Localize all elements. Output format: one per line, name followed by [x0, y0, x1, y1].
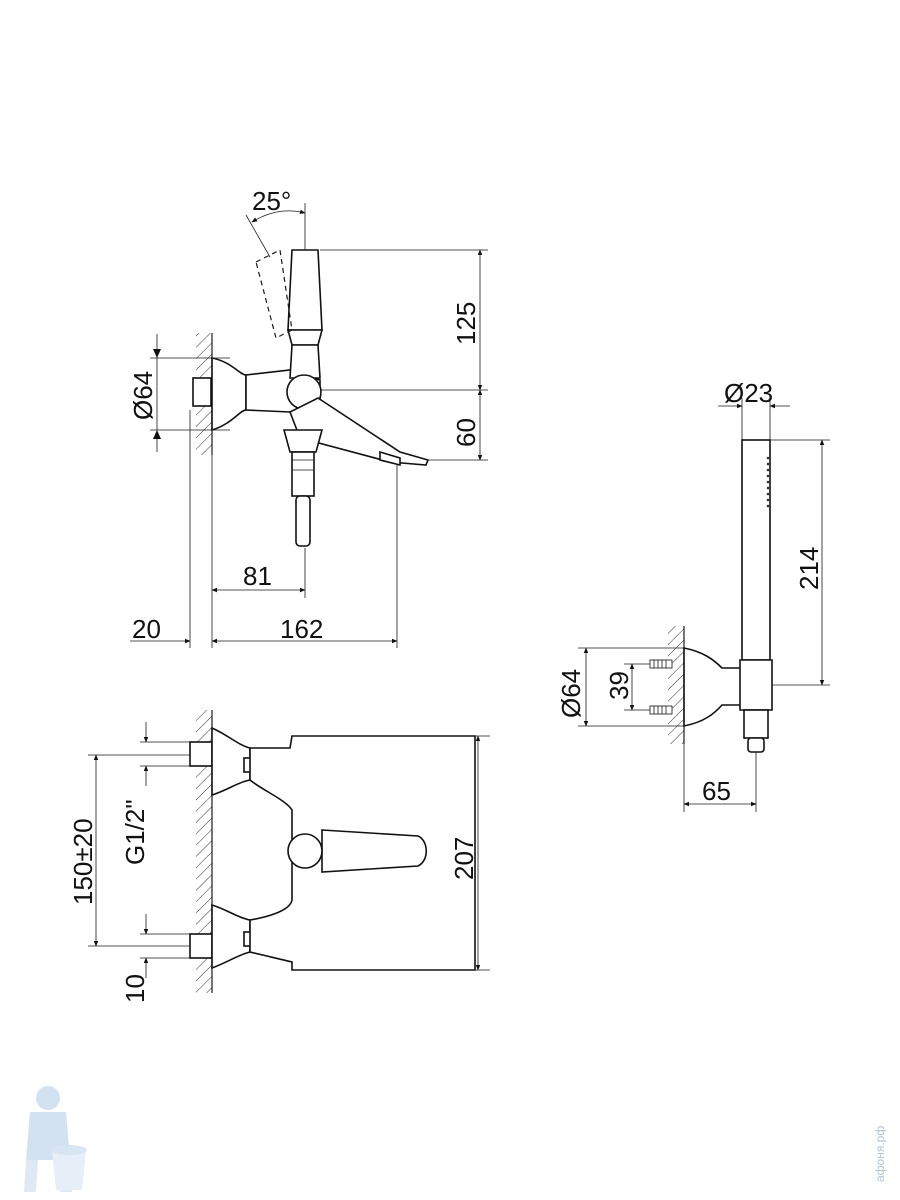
- wall-hatch-2: [196, 710, 212, 993]
- wall-hatch-3: [668, 626, 684, 744]
- dim-handle-height: 125: [451, 302, 481, 345]
- flange: [211, 357, 247, 432]
- lever: [321, 829, 428, 873]
- dim-holder-flange-diameter: Ø64: [556, 669, 586, 718]
- dim-holder-screw-spacing: 39: [604, 671, 634, 700]
- handle: [287, 249, 323, 331]
- hand-shower-view: Ø23 214 Ø64: [556, 378, 830, 812]
- dim-thread-spacing: 150±20: [68, 818, 98, 905]
- side-view: 25° 125 60 Ø64 81 20 162: [128, 186, 488, 648]
- watermark-site: афоня.рф: [873, 1126, 887, 1182]
- dim-flange-diameter: Ø64: [128, 371, 158, 420]
- dim-wall-offset: 20: [132, 614, 161, 644]
- shower-holder: [683, 647, 743, 727]
- spout: [288, 397, 430, 466]
- dim-shower-diameter: Ø23: [724, 378, 773, 408]
- top-view: 207 150±20 G1/2" 10: [68, 710, 490, 1003]
- dim-body-width: 207: [449, 837, 479, 880]
- dim-spout-drop: 60: [451, 418, 481, 447]
- dim-inlet-offset: 10: [120, 974, 150, 1003]
- lever-pivot: [287, 833, 323, 869]
- dim-angle: 25°: [252, 186, 291, 216]
- dim-handle-offset: 81: [243, 561, 272, 591]
- dim-holder-depth: 65: [702, 776, 731, 806]
- shower-handle: [741, 439, 771, 661]
- dim-thread-size: G1/2": [120, 799, 150, 865]
- dim-shower-length: 214: [794, 547, 824, 590]
- handle-rotated-outline: [255, 249, 293, 339]
- plumber-mascot-logo: [24, 1086, 87, 1192]
- dim-total-depth: 162: [280, 614, 323, 644]
